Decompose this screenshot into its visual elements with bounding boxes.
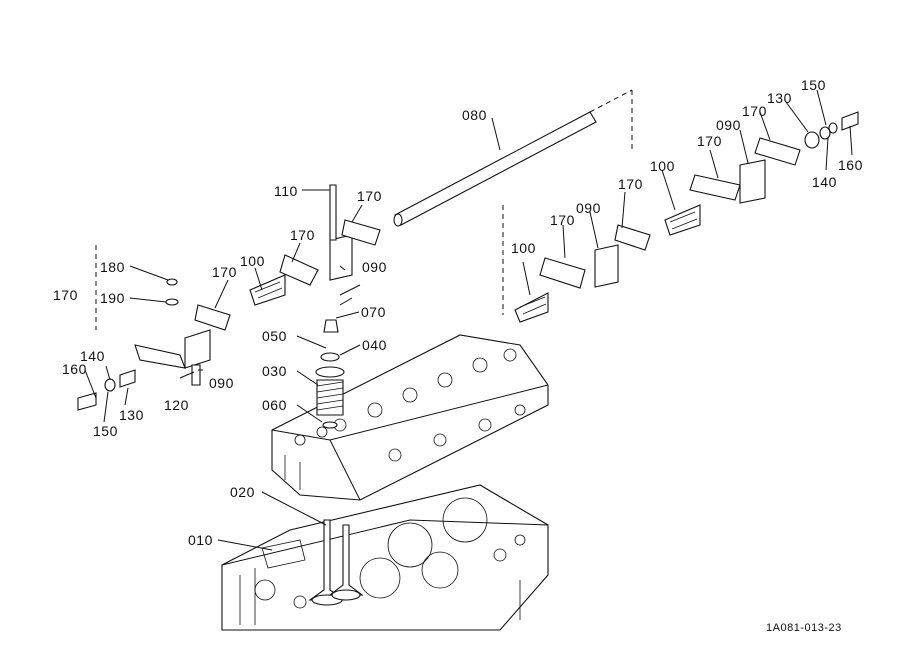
- valve-spring-assembly: [315, 319, 345, 429]
- callout-170: 170: [618, 176, 643, 192]
- callout-170: 170: [697, 133, 722, 149]
- callout-030: 030: [262, 363, 287, 379]
- callout-170: 170: [550, 212, 575, 228]
- callout-090: 090: [209, 375, 234, 391]
- callout-130: 130: [767, 90, 792, 106]
- callout-170: 170: [742, 103, 767, 119]
- callout-100: 100: [650, 158, 675, 174]
- callout-180: 180: [100, 259, 125, 275]
- callout-110: 110: [274, 183, 298, 199]
- left-rocker-group: [77, 184, 381, 411]
- leader-lines: [84, 89, 853, 551]
- callout-190: 190: [100, 290, 125, 306]
- callout-170: 170: [53, 287, 78, 303]
- callout-100: 100: [240, 253, 265, 269]
- callout-labels: 080 110 170 170 170 100 090 180 170 190 …: [53, 77, 863, 548]
- valves: [308, 519, 364, 606]
- cylinder-head: [271, 334, 549, 501]
- callout-170: 170: [357, 188, 382, 204]
- callout-170: 170: [212, 264, 237, 280]
- callout-170: 170: [290, 227, 315, 243]
- callout-140: 140: [80, 348, 105, 364]
- callout-010: 010: [188, 532, 213, 548]
- callout-140: 140: [812, 174, 837, 190]
- callout-020: 020: [230, 484, 255, 500]
- callout-130: 130: [119, 407, 144, 423]
- right-rocker-group: [514, 111, 859, 323]
- cylinder-block: [221, 484, 549, 631]
- callout-160: 160: [838, 157, 863, 173]
- callout-050: 050: [262, 328, 287, 344]
- callout-160: 160: [62, 361, 87, 377]
- callout-150: 150: [93, 423, 118, 439]
- callout-070: 070: [361, 304, 386, 320]
- callout-090: 090: [716, 117, 741, 133]
- callout-150: 150: [801, 77, 826, 93]
- callout-040: 040: [362, 337, 387, 353]
- callout-090: 090: [576, 200, 601, 216]
- callout-120: 120: [164, 397, 189, 413]
- callout-090: 090: [362, 259, 387, 275]
- callout-100: 100: [511, 240, 536, 256]
- callout-080: 080: [462, 107, 487, 123]
- figure-code: 1A081-013-23: [766, 622, 842, 634]
- rocker-shaft: [95, 89, 633, 330]
- callout-060: 060: [262, 397, 287, 413]
